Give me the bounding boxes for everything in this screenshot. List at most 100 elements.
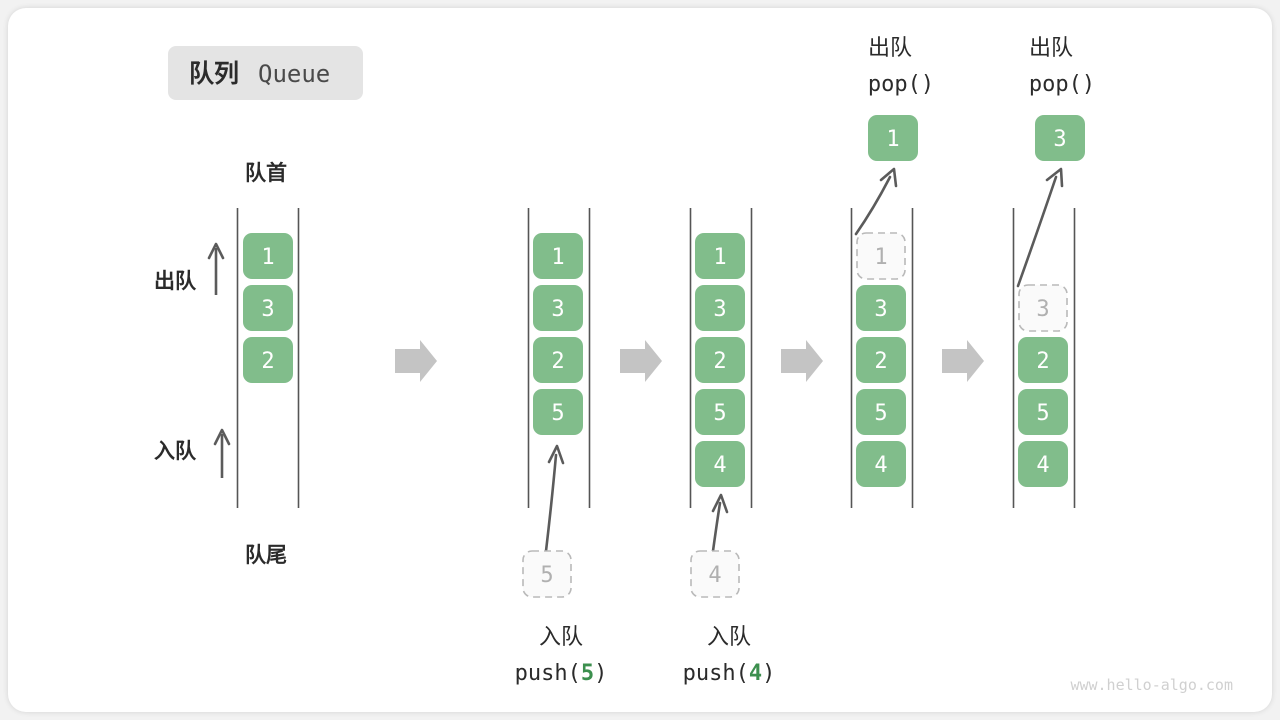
queue-column-initial: 1 3 2 xyxy=(236,208,300,508)
queue-box xyxy=(243,233,293,279)
queue-box xyxy=(695,441,745,487)
queue-box xyxy=(856,389,906,435)
queue-box xyxy=(856,337,906,383)
op-label-cn: 入队 xyxy=(707,624,751,649)
queue-slot: 1 xyxy=(533,233,583,279)
outgoing-arrow-icon xyxy=(854,167,898,236)
queue-box xyxy=(868,115,918,161)
queue-rear-label: 队尾 xyxy=(245,544,287,567)
queue-slot: 2 xyxy=(533,337,583,383)
queue-box xyxy=(243,285,293,331)
queue-slot: 4 xyxy=(695,441,745,487)
queue-slot: 3 xyxy=(856,285,906,331)
queue-box-value: 3 xyxy=(874,297,887,322)
queue-slot: 2 xyxy=(695,337,745,383)
ghost-box xyxy=(856,232,906,280)
watermark: www.hello-algo.com xyxy=(1070,676,1233,694)
queue-box-value: 4 xyxy=(1036,453,1049,478)
queue-slot: 5 xyxy=(695,389,745,435)
queue-front-label: 队首 xyxy=(245,161,287,185)
queue-box-value: 3 xyxy=(261,297,274,322)
queue-slot: 3 xyxy=(533,285,583,331)
step-arrows xyxy=(395,340,984,382)
queue-box-value: 4 xyxy=(874,453,887,478)
queue-box-value: 5 xyxy=(551,401,564,426)
queue-box xyxy=(533,285,583,331)
ghost-box xyxy=(690,550,740,598)
queue-box xyxy=(695,233,745,279)
queue-column-pop-1: 出队 pop() 1 1 3 2 xyxy=(850,35,934,508)
queue-box xyxy=(533,389,583,435)
title-badge-cn: 队列 xyxy=(189,59,239,88)
ghost-box-value: 4 xyxy=(708,563,721,588)
queue-box xyxy=(695,285,745,331)
queue-slot: 3 xyxy=(1018,284,1068,332)
ghost-box xyxy=(1018,284,1068,332)
enqueue-label: 入队 xyxy=(154,440,197,463)
step-arrow-icon xyxy=(781,340,823,382)
queue-box-value: 3 xyxy=(551,297,564,322)
op-code-suffix: ) xyxy=(762,661,775,686)
queue-box xyxy=(1035,115,1085,161)
queue-box xyxy=(856,441,906,487)
queue-slot: 1 xyxy=(695,233,745,279)
op-label-code: push(5) xyxy=(515,661,608,686)
queue-box-value: 5 xyxy=(874,401,887,426)
pop-header-cn: 出队 xyxy=(868,35,912,60)
queue-slot: 4 xyxy=(1018,441,1068,487)
incoming-ghost-box: 4 xyxy=(690,550,740,598)
step-arrow-icon xyxy=(942,340,984,382)
queue-column-pop-3: 出队 pop() 3 3 2 5 xyxy=(1012,35,1095,508)
queue-box-value: 1 xyxy=(713,245,726,270)
queue-slot: 1 xyxy=(243,233,293,279)
queue-slot: 2 xyxy=(856,337,906,383)
queue-box xyxy=(1018,337,1068,383)
op-code-suffix: ) xyxy=(594,661,607,686)
queue-box-value: 2 xyxy=(261,349,274,374)
queue-box-value: 2 xyxy=(874,349,887,374)
queue-box-value: 2 xyxy=(713,349,726,374)
queue-slot: 5 xyxy=(533,389,583,435)
queue-box-value: 4 xyxy=(713,453,726,478)
ghost-box xyxy=(522,550,572,598)
title-badge-en: Queue xyxy=(258,60,330,88)
title-badge: 队列 Queue xyxy=(168,46,363,100)
queue-box xyxy=(533,233,583,279)
queue-slot: 3 xyxy=(243,285,293,331)
queue-box xyxy=(856,285,906,331)
ghost-box-value: 3 xyxy=(1036,297,1049,322)
queue-box-value: 1 xyxy=(551,245,564,270)
step-arrow-icon xyxy=(395,340,437,382)
op-code-prefix: push( xyxy=(515,661,581,686)
incoming-ghost-box: 5 xyxy=(522,550,572,598)
queue-slot: 5 xyxy=(1018,389,1068,435)
op-code-arg: 5 xyxy=(581,661,594,686)
outgoing-arrow-icon xyxy=(1016,167,1064,288)
pop-header-code: pop() xyxy=(868,72,934,97)
popped-box-value: 1 xyxy=(886,127,899,152)
queue-slot: 2 xyxy=(1018,337,1068,383)
queue-box-value: 5 xyxy=(1036,401,1049,426)
enqueue-direction: 入队 xyxy=(154,428,231,478)
queue-column-push-4: 1 3 2 5 4 4 xyxy=(683,208,775,686)
queue-box xyxy=(695,337,745,383)
queue-box-value: 2 xyxy=(551,349,564,374)
dequeue-label: 出队 xyxy=(154,270,197,293)
popped-box: 1 xyxy=(868,115,918,161)
queue-column-push-5: 1 3 2 5 5 入队 xyxy=(515,208,608,686)
queue-box-value: 1 xyxy=(261,245,274,270)
popped-box-value: 3 xyxy=(1053,127,1066,152)
ghost-box-value: 1 xyxy=(874,245,887,270)
queue-box xyxy=(1018,441,1068,487)
queue-slot: 1 xyxy=(856,232,906,280)
dequeue-arrow-icon xyxy=(207,242,225,295)
queue-box xyxy=(243,337,293,383)
queue-box-value: 2 xyxy=(1036,349,1049,374)
queue-slot: 5 xyxy=(856,389,906,435)
popped-box: 3 xyxy=(1035,115,1085,161)
queue-slot: 2 xyxy=(243,337,293,383)
incoming-arrow-icon xyxy=(544,444,565,553)
op-code-prefix: push( xyxy=(683,661,749,686)
queue-box xyxy=(533,337,583,383)
